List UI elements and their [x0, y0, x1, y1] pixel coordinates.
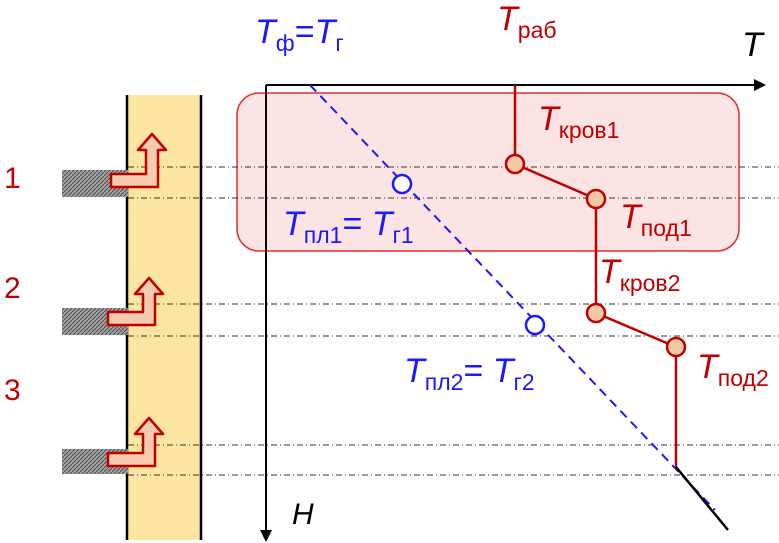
marker-pl2: [524, 314, 546, 336]
axis-t-label: T: [742, 26, 763, 64]
inflow-arrow-2: [106, 276, 165, 327]
layer-number-2: 2: [4, 272, 21, 305]
h-axis-arrowhead: [260, 530, 272, 542]
label-tpl2-tg2: Tпл2= Tг2: [404, 352, 535, 395]
geotherm-bottom: [675, 466, 729, 531]
marker-pod1: [585, 188, 607, 210]
marker-pod2: [665, 336, 687, 358]
t-axis-arrowhead: [754, 79, 766, 91]
marker-krov1: [504, 153, 526, 175]
label-tpod1: Tпод1: [620, 198, 692, 241]
label-tkrov2: Tкров2: [599, 253, 681, 296]
marker-pl1: [391, 173, 413, 195]
layer-number-1: 1: [4, 162, 21, 195]
axis-h-label: H: [292, 498, 314, 531]
layer-number-3: 3: [4, 374, 21, 407]
well-temperature-profile: [513, 85, 678, 467]
geotherm-line: [309, 84, 716, 511]
label-trab: Tраб: [497, 0, 557, 43]
label-tkrov1: Tкров1: [538, 100, 620, 143]
layer1-highlight: [236, 92, 740, 252]
marker-krov2: [585, 302, 607, 324]
inflow-arrow-1: [109, 132, 168, 189]
inflow-arrow-3: [106, 416, 165, 468]
label-tpod2: Tпод2: [697, 348, 769, 391]
label-tf-tg: Tф=Tг: [255, 13, 344, 56]
label-tpl1-tg1: Tпл1= Tг1: [283, 205, 414, 248]
layer-boundaries: [128, 166, 779, 476]
